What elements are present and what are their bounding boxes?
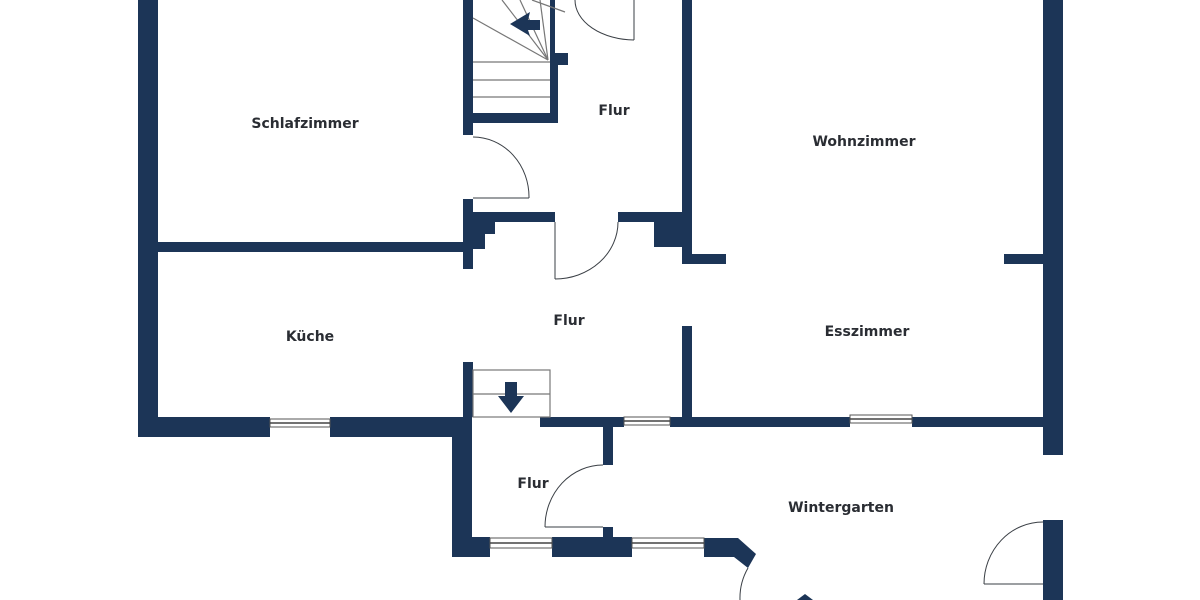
room-label-kueche: Küche <box>285 329 335 345</box>
doors <box>472 0 1044 600</box>
entrance-arrow-up-icon <box>797 594 813 600</box>
room-label-flur-top: Flur <box>598 103 630 119</box>
stair-arrow-left-icon <box>510 12 540 36</box>
room-label-wintergarten: Wintergarten <box>788 500 894 516</box>
room-label-esszimmer: Esszimmer <box>824 324 910 340</box>
windows <box>269 414 913 549</box>
walls <box>138 0 1063 600</box>
stair-arrow-down-icon <box>498 382 524 413</box>
room-label-schlafzimmer: Schlafzimmer <box>251 116 359 132</box>
room-label-wohnzimmer: Wohnzimmer <box>812 134 916 150</box>
room-label-flur-bottom: Flur <box>517 476 549 492</box>
room-label-flur-middle: Flur <box>553 313 585 329</box>
